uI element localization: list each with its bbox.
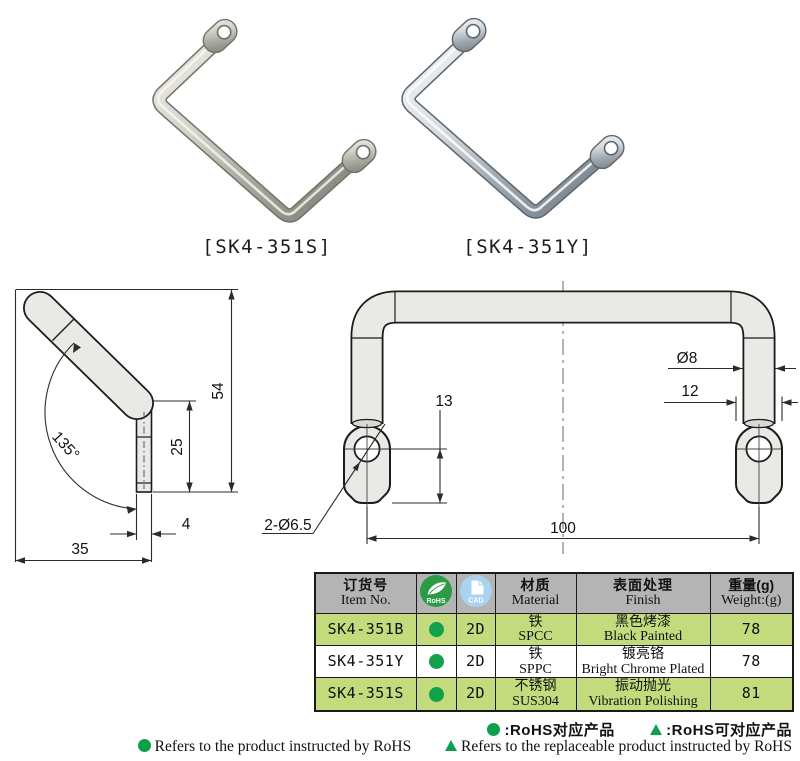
dim-grip-height: 25 — [169, 438, 186, 455]
rohs-triangle-icon — [650, 724, 663, 735]
cad-icon: CAD — [459, 575, 492, 608]
table-row-sk4-351b: SK4-351B 2D 铁 SPCC 黑色烤漆 Black Painted 78 — [314, 612, 794, 646]
header-item-no: 订货号 Item No. — [314, 572, 417, 614]
rohs-cell — [415, 677, 457, 712]
eyelet-tab — [589, 134, 625, 170]
header-weight: 重量(g) Weight:(g) — [709, 572, 794, 614]
header-rohs: RoHS — [415, 572, 457, 614]
material-en: SUS304 — [512, 693, 559, 709]
finish-cell: 振动抛光 Vibration Polishing — [575, 677, 711, 712]
header-material-en: Material — [511, 593, 560, 609]
material-cn: 铁 — [528, 645, 543, 661]
eyelet-tab — [202, 18, 238, 54]
header-item-en: Item No. — [340, 593, 391, 609]
rohs-legend: :RoHS对应产品 :RoHS可对应产品 Refers to the produ… — [0, 719, 792, 758]
cad-cell: 2D — [455, 644, 496, 679]
header-finish-cn: 表面处理 — [613, 576, 673, 593]
spec-table: 订货号 Item No. RoHS CAD 材质 Material 表面处理 — [314, 572, 794, 712]
material-cell: 铁 SPCC — [494, 612, 577, 646]
rohs-dot-icon — [428, 686, 444, 702]
side-view-drawing: 54 25 4 35 135° — [14, 288, 238, 564]
dim-holes: 2-Ø6.5 — [264, 517, 311, 534]
finish-cell: 黑色烤漆 Black Painted — [575, 612, 711, 646]
cad-icon-label: CAD — [468, 598, 483, 605]
weight-cell: 78 — [709, 644, 794, 679]
weight-cell: 81 — [709, 677, 794, 712]
rohs-dot-icon — [487, 723, 501, 736]
finish-cell: 镀亮铬 Bright Chrome Plated — [575, 644, 711, 679]
dim-diameter: Ø8 — [677, 350, 698, 367]
header-material: 材质 Material — [494, 572, 577, 614]
cad-cell: 2D — [455, 612, 496, 646]
eyelet-tab — [341, 138, 377, 174]
rohs-cell — [415, 644, 457, 679]
finish-en: Black Painted — [603, 629, 683, 645]
dim-span: 100 — [550, 520, 576, 537]
material-cn: 不锈钢 — [514, 677, 557, 694]
dim-hole-offset: 13 — [435, 393, 452, 410]
product-label-sk4-351y: [SK4-351Y] — [463, 236, 592, 258]
dim-depth: 35 — [71, 541, 88, 558]
mount-hole — [465, 23, 481, 39]
product-photo-sk4-351y — [401, 17, 625, 219]
cad-cell: 2D — [455, 677, 496, 712]
finish-cn: 镀亮铬 — [622, 645, 664, 661]
rohs-dot-icon — [428, 654, 444, 670]
legend-line-en: Refers to the product instructed by RoHS… — [0, 738, 792, 758]
dim-thickness: 4 — [182, 516, 191, 533]
table-row-sk4-351s: SK4-351S 2D 不锈钢 SUS304 振动抛光 Vibration Po… — [314, 677, 794, 712]
rohs-cell — [415, 612, 457, 646]
dim-eyelet-width: 12 — [681, 383, 698, 400]
legend-line-cn: :RoHS对应产品 :RoHS可对应产品 — [0, 719, 792, 739]
dim-angle: 135° — [48, 428, 82, 463]
finish-cn: 振动抛光 — [615, 677, 671, 694]
header-weight-en: Weight:(g) — [721, 593, 782, 609]
legend-cn-tri-text: :RoHS可对应产品 — [666, 722, 792, 739]
header-finish-en: Finish — [625, 593, 661, 609]
item-no-cell: SK4-351S — [314, 677, 417, 712]
table-header-row: 订货号 Item No. RoHS CAD 材质 Material 表面处理 — [314, 572, 794, 614]
rohs-triangle-icon — [445, 740, 457, 751]
material-cn: 铁 — [528, 613, 543, 629]
rohs-icon-label: RoHS — [426, 598, 445, 605]
mount-hole — [216, 24, 232, 40]
front-view-drawing: Ø8 12 13 100 2-Ø6.5 — [262, 281, 798, 554]
item-no-cell: SK4-351Y — [314, 644, 417, 679]
item-no-cell: SK4-351B — [314, 612, 417, 646]
material-en: SPCC — [518, 629, 553, 645]
material-en: SPPC — [519, 661, 552, 677]
material-cell: 铁 SPPC — [494, 644, 577, 679]
table-row-sk4-351y: SK4-351Y 2D 铁 SPPC 镀亮铬 Bright Chrome Pla… — [314, 644, 794, 679]
rohs-dot-icon — [428, 622, 444, 638]
finish-cn: 黑色烤漆 — [615, 613, 671, 629]
finish-en: Vibration Polishing — [588, 693, 698, 709]
product-label-sk4-351s: [SK4-351S] — [202, 236, 331, 258]
weight-cell: 78 — [709, 612, 794, 646]
legend-en-dot-text: Refers to the product instructed by RoHS — [154, 738, 412, 755]
header-cad: CAD — [455, 572, 496, 614]
product-photo-sk4-351s — [152, 18, 377, 223]
dim-height: 54 — [210, 382, 227, 400]
rohs-icon: RoHS — [420, 575, 452, 608]
finish-en: Bright Chrome Plated — [581, 661, 705, 677]
mount-hole — [355, 144, 371, 160]
mount-hole — [603, 140, 619, 156]
legend-cn-dot-text: :RoHS对应产品 — [504, 722, 615, 739]
material-cell: 不锈钢 SUS304 — [494, 677, 577, 712]
header-material-cn: 材质 — [520, 576, 551, 593]
front-view-dimensions: Ø8 12 13 100 2-Ø6.5 — [262, 350, 798, 544]
header-item-cn: 订货号 — [343, 576, 389, 593]
header-finish: 表面处理 Finish — [575, 572, 711, 614]
rohs-dot-icon — [137, 739, 151, 752]
header-weight-cn: 重量(g) — [728, 576, 775, 593]
illustration-area: [SK4-351S] [SK4-351Y] — [14, 17, 798, 564]
legend-en-tri-text: Refers to the replaceable product instru… — [461, 738, 792, 755]
eyelet-tab — [451, 17, 487, 53]
